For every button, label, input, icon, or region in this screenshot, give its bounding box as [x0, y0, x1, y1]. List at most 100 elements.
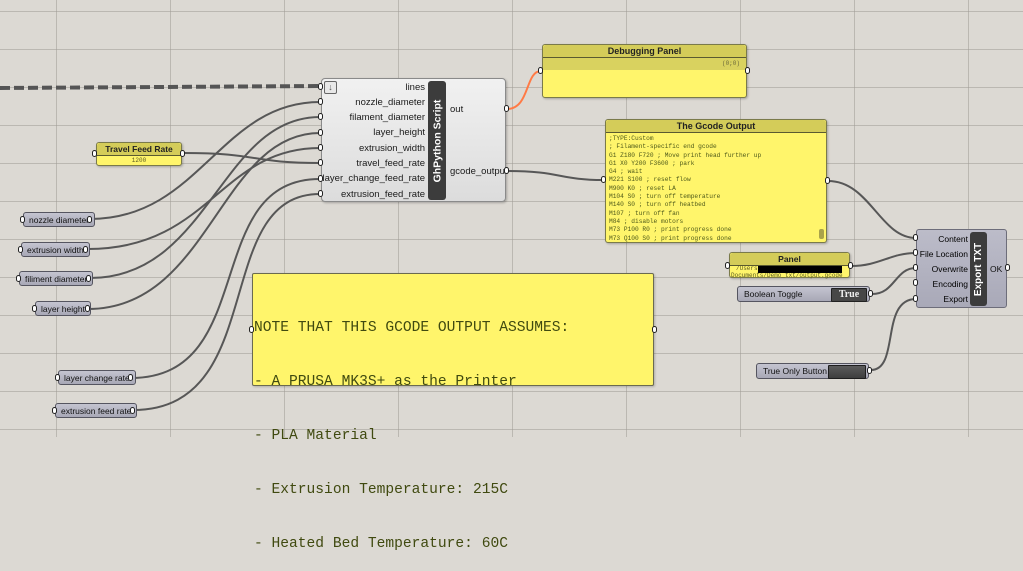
grip-p3-out[interactable] — [86, 275, 91, 282]
gcode-line: M104 S0 ; turn off temperature — [609, 193, 721, 201]
true-only-button[interactable]: True Only Button — [756, 363, 869, 379]
gcode-line: M900 K0 ; reset LA — [609, 184, 676, 192]
wire-export[interactable] — [870, 298, 917, 371]
gcode-line: G1 X0 Y200 F3600 ; park — [609, 159, 695, 167]
gcode-output-panel[interactable]: The Gcode Output ;TYPE:Custom; Filament-… — [605, 119, 827, 243]
true-only-button-label: True Only Button — [763, 366, 827, 376]
file-path-panel[interactable]: Panel /Users Documents/Demo_txt/output.g… — [729, 252, 850, 279]
input-encoding[interactable]: Encoding — [932, 279, 968, 289]
grip-layer-change[interactable] — [318, 175, 323, 182]
grip-button-out[interactable] — [867, 367, 872, 374]
grip-path-out[interactable] — [848, 262, 853, 269]
input-nozzle-diameter[interactable]: nozzle_diameter — [355, 97, 425, 108]
export-txt-component[interactable]: Content File Location Overwrite Encoding… — [916, 229, 1007, 308]
input-overwrite[interactable]: Overwrite — [931, 264, 968, 274]
grip-nozzle[interactable] — [318, 98, 323, 105]
grip-p4-out[interactable] — [85, 305, 90, 312]
grip-p6-out[interactable] — [130, 407, 135, 414]
grip-travel-in[interactable] — [92, 150, 97, 157]
input-layer-change-feed-rate[interactable]: layer_change_feed_rate — [322, 173, 425, 184]
grip-p1-out[interactable] — [87, 216, 92, 223]
input-travel-feed-rate[interactable]: travel_feed_rate — [356, 158, 425, 169]
wire-lines-dashed[interactable] — [0, 84, 321, 90]
grip-extrusion-width[interactable] — [318, 144, 323, 151]
param-extrusion-feed-rate[interactable]: extrusion feed rate — [55, 403, 138, 418]
ghpython-script-component[interactable]: ↓ lines nozzle_diameter filament_diamete… — [321, 78, 508, 202]
grip-note-out[interactable] — [652, 326, 657, 333]
output-gcode-output[interactable]: gcode_output — [450, 166, 508, 177]
wire-nozzle[interactable] — [89, 101, 321, 220]
input-filament-diameter[interactable]: filament_diameter — [349, 112, 425, 123]
grip-p1-in[interactable] — [20, 216, 25, 223]
grip-path-in[interactable] — [725, 262, 730, 269]
note-line: NOTE THAT THIS GCODE OUTPUT ASSUMES: — [254, 320, 570, 336]
grip-p2-out[interactable] — [83, 246, 88, 253]
param-extrusion-width[interactable]: extrusion width — [21, 242, 90, 257]
grip-travel[interactable] — [318, 159, 323, 166]
input-file-location[interactable]: File Location — [919, 249, 968, 259]
wire-layer-change[interactable] — [130, 178, 321, 379]
travel-feed-rate-value[interactable]: 1200 — [131, 157, 147, 164]
grip-overwrite[interactable] — [913, 264, 918, 271]
grip-content[interactable] — [913, 234, 918, 241]
boolean-toggle[interactable]: Boolean Toggle True — [737, 286, 870, 302]
param-filiment-diameter[interactable]: filiment diameter — [19, 271, 94, 286]
grip-layer-height[interactable] — [318, 129, 323, 136]
grip-file-location[interactable] — [913, 249, 918, 256]
panel-scrollbar[interactable] — [819, 229, 824, 239]
grip-note-in[interactable] — [249, 326, 254, 333]
grip-p5-in[interactable] — [55, 374, 60, 381]
gcode-output-text[interactable]: ;TYPE:Custom; Filament-specific end gcod… — [606, 133, 826, 243]
input-content[interactable]: Content — [938, 234, 968, 244]
export-component-title[interactable]: Export TXT — [970, 232, 987, 306]
grip-gcode-in[interactable] — [601, 176, 606, 183]
wire-overwrite[interactable] — [871, 267, 917, 295]
wire-file-location[interactable] — [850, 252, 917, 267]
down-arrow-icon[interactable]: ↓ — [324, 81, 337, 94]
grip-toggle-out[interactable] — [868, 290, 873, 297]
wire-layer-height[interactable] — [87, 132, 321, 310]
param-layer-change-rate[interactable]: layer change rate — [58, 370, 136, 385]
debugging-panel[interactable]: Debugging Panel (0;0) — [542, 44, 747, 98]
debugging-panel-index-bar: (0;0) — [543, 58, 746, 70]
grip-debug-in[interactable] — [538, 67, 543, 74]
note-panel[interactable]: NOTE THAT THIS GCODE OUTPUT ASSUMES: - A… — [252, 273, 654, 552]
grip-export[interactable] — [913, 295, 918, 302]
grip-p3-in[interactable] — [16, 275, 21, 282]
grip-ok[interactable] — [1005, 264, 1010, 271]
param-layer-height[interactable]: layer height — [35, 301, 91, 316]
input-extrusion-feed-rate[interactable]: extrusion_feed_rate — [341, 189, 425, 200]
output-out[interactable]: out — [450, 104, 464, 115]
input-lines[interactable]: lines — [405, 82, 425, 93]
gcode-line: G1 Z180 F720 ; Move print head further u… — [609, 151, 762, 159]
grip-extrusion-feed[interactable] — [318, 190, 323, 197]
input-extrusion-width[interactable]: extrusion_width — [358, 143, 425, 154]
wire-extrusion-feed[interactable] — [132, 193, 321, 411]
grip-encoding[interactable] — [913, 279, 918, 286]
wire-filament[interactable] — [89, 116, 321, 279]
wire-travel[interactable] — [183, 152, 321, 164]
grip-out[interactable] — [504, 105, 509, 112]
grip-p2-in[interactable] — [18, 246, 23, 253]
grip-travel-out[interactable] — [180, 150, 185, 157]
boolean-toggle-value[interactable]: True — [831, 288, 867, 302]
note-line: - A PRUSA MK3S+ as the Printer — [254, 374, 517, 390]
output-ok[interactable]: OK — [990, 264, 1003, 274]
input-export[interactable]: Export — [943, 294, 968, 304]
grip-debug-out[interactable] — [745, 67, 750, 74]
wire-content[interactable] — [827, 180, 917, 239]
grip-filament[interactable] — [318, 113, 323, 120]
wire-out-debug[interactable] — [506, 70, 542, 110]
grip-p4-in[interactable] — [32, 305, 37, 312]
travel-feed-rate-panel[interactable]: Travel Feed Rate 1200 — [96, 142, 182, 166]
grip-gcode-out[interactable] — [825, 177, 830, 184]
grip-lines[interactable] — [318, 83, 323, 90]
component-title[interactable]: GhPython Script — [428, 81, 446, 200]
grip-p6-in[interactable] — [52, 407, 57, 414]
wire-gcode-output[interactable] — [506, 170, 604, 181]
param-nozzle-diameter[interactable]: nozzle diameter — [23, 212, 96, 227]
button-face[interactable] — [828, 365, 866, 379]
grip-p5-out[interactable] — [128, 374, 133, 381]
grip-gcode-output[interactable] — [504, 167, 509, 174]
input-layer-height[interactable]: layer_height — [373, 127, 425, 138]
